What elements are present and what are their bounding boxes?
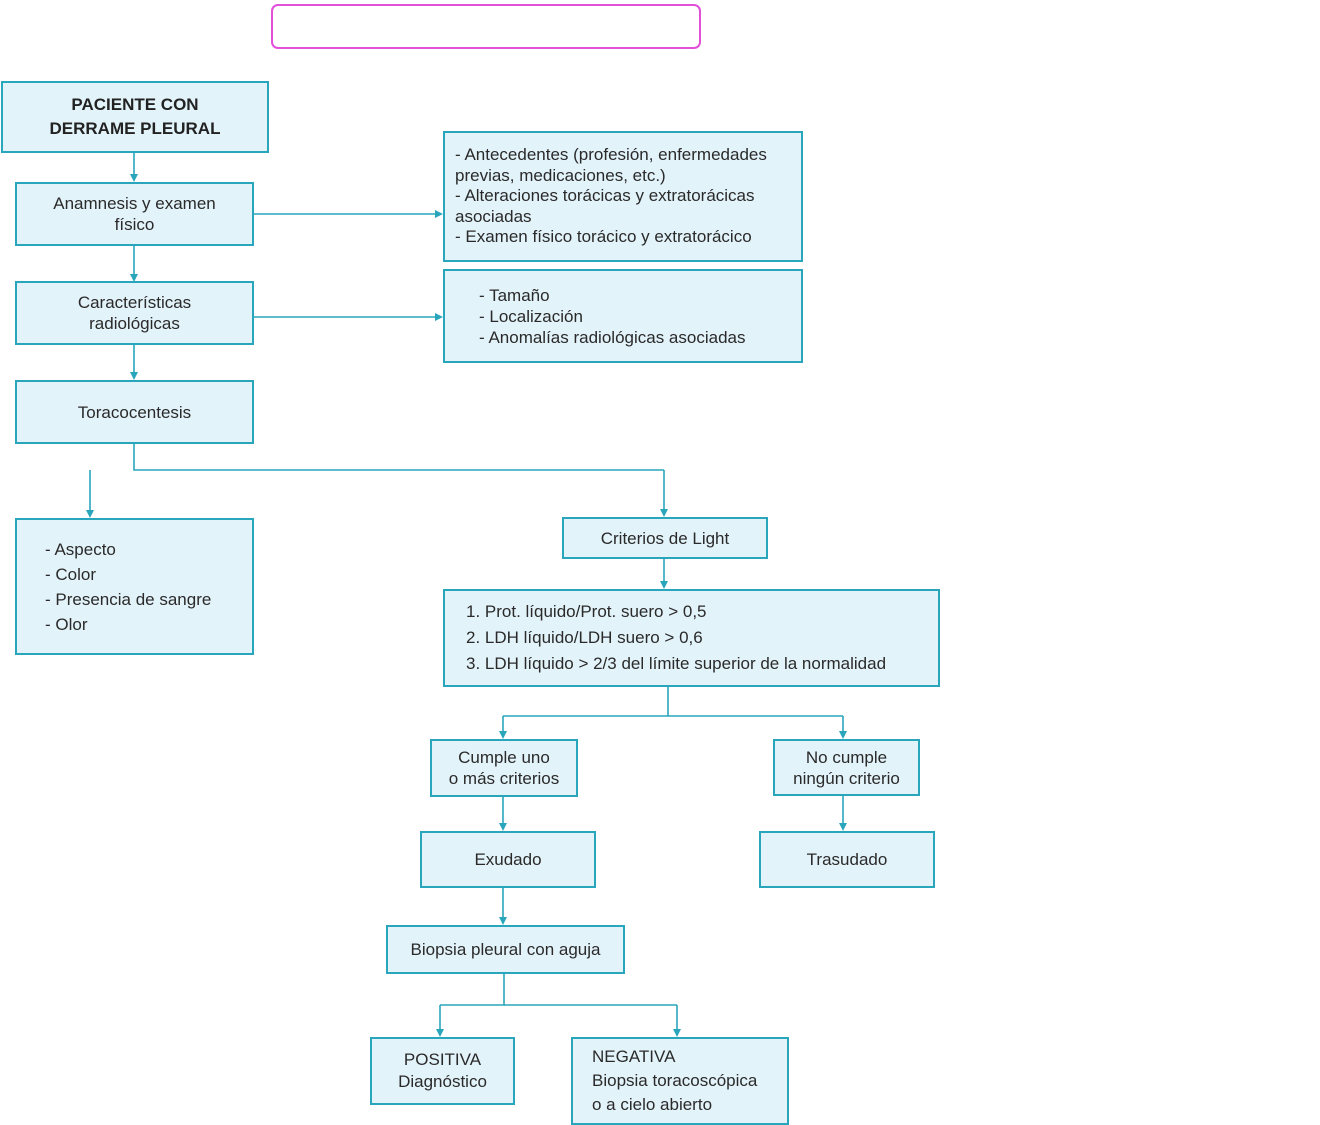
node-start: PACIENTE CON DERRAME PLEURAL xyxy=(1,81,269,153)
node-text: - Aspecto xyxy=(45,539,116,559)
node-text: Anamnesis y examen xyxy=(53,194,216,213)
node-text: Diagnóstico xyxy=(398,1072,487,1091)
node-text: Exudado xyxy=(474,850,542,869)
title-placeholder-box xyxy=(271,4,701,49)
node-text: PACIENTE CON xyxy=(71,95,199,114)
node-text: Biopsia pleural con aguja xyxy=(410,940,601,959)
node-appearance: - Aspecto - Color - Presencia de sangre … xyxy=(15,518,254,655)
node-text: Trasudado xyxy=(806,850,888,869)
node-positive: POSITIVA Diagnóstico xyxy=(370,1037,515,1105)
node-text: Características xyxy=(77,293,192,312)
node-text: 2. LDH líquido/LDH suero > 0,6 xyxy=(466,628,703,647)
node-text: asociadas xyxy=(455,206,532,226)
node-text: No cumple xyxy=(805,747,888,767)
node-text: - Localización xyxy=(479,306,583,326)
node-text: 3. LDH líquido > 2/3 del límite superior… xyxy=(466,654,887,673)
node-text: radiológicas xyxy=(89,314,180,333)
node-exudate: Exudado xyxy=(420,831,596,888)
node-text: o más criterios xyxy=(448,769,560,788)
node-thoracentesis: Toracocentesis xyxy=(15,380,254,444)
connector-thoracentesis-split xyxy=(133,443,664,471)
node-text: o a cielo abierto xyxy=(592,1095,713,1114)
node-text: - Tamaño xyxy=(479,285,550,305)
node-text: - Anomalías radiológicas asociadas xyxy=(479,327,746,347)
node-text: POSITIVA xyxy=(403,1050,482,1069)
node-text: - Examen físico torácico y extratorácico xyxy=(455,227,752,247)
node-not-meets-criteria: No cumple ningún criterio xyxy=(773,739,920,796)
node-text: DERRAME PLEURAL xyxy=(49,119,221,138)
node-text: - Color xyxy=(45,564,97,584)
node-text: - Olor xyxy=(45,614,88,634)
node-criteria-list: 1. Prot. líquido/Prot. suero > 0,5 2. LD… xyxy=(443,589,940,687)
node-text: - Alteraciones torácicas y extratorácica… xyxy=(455,186,755,206)
node-text: previas, medicaciones, etc.) xyxy=(455,165,666,185)
node-radiology: Características radiológicas xyxy=(15,281,254,345)
node-radiology-detail: - Tamaño - Localización - Anomalías radi… xyxy=(443,269,803,363)
node-text: 1. Prot. líquido/Prot. suero > 0,5 xyxy=(466,602,707,621)
node-anamnesis: Anamnesis y examen físico xyxy=(15,182,254,246)
node-text: - Presencia de sangre xyxy=(45,589,212,609)
node-meets-criteria: Cumple uno o más criterios xyxy=(430,739,578,797)
node-text: Toracocentesis xyxy=(77,402,192,422)
node-text: Criterios de Light xyxy=(600,528,730,548)
node-text: NEGATIVA xyxy=(592,1047,676,1066)
node-negative: NEGATIVA Biopsia toracoscópica o a cielo… xyxy=(571,1037,789,1125)
node-text: Cumple uno xyxy=(458,748,550,767)
node-needle-biopsy: Biopsia pleural con aguja xyxy=(386,925,625,974)
node-text: - Antecedentes (profesión, enfermedades xyxy=(455,145,767,165)
node-transudate: Trasudado xyxy=(759,831,935,888)
connector-criteria-split xyxy=(503,686,669,717)
connector-biopsy-split xyxy=(440,973,505,1006)
node-anamnesis-detail: - Antecedentes (profesión, enfermedades … xyxy=(443,131,803,262)
node-text: ningún criterio xyxy=(793,768,900,788)
node-light-criteria: Criterios de Light xyxy=(562,517,768,559)
node-text: Biopsia toracoscópica xyxy=(592,1071,758,1090)
node-text: físico xyxy=(114,215,155,234)
